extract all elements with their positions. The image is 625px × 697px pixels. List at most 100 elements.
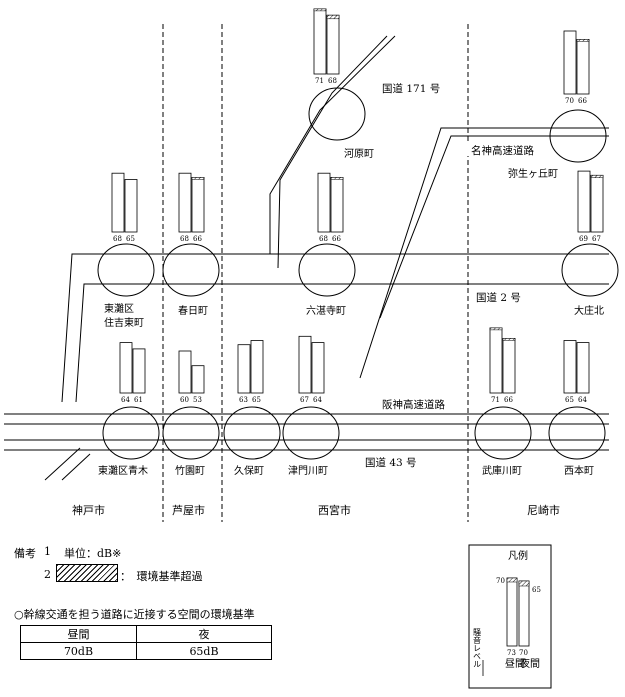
site-6-night-bar: [590, 174, 604, 233]
site-2-night-bar: [576, 39, 590, 95]
site-1-night-excess: [326, 14, 340, 20]
site-6-night-excess: [590, 175, 604, 178]
site-6-day-value: 69: [579, 235, 588, 243]
city-label-amagasaki: 尼崎市: [527, 503, 560, 517]
legend-night-value: 70: [519, 649, 528, 657]
standard-table: 昼間 夜 70dB 65dB: [20, 625, 272, 660]
site-5-label: 六湛寺町: [306, 305, 346, 317]
site-1-night-value: 68: [328, 77, 337, 85]
site-1-day-bar: [313, 8, 327, 75]
site-3-night-bar: [124, 179, 138, 233]
site-1-day-excess: [313, 8, 327, 12]
site-1-label: 河原町: [344, 148, 374, 160]
legend-day-bar-excess: [506, 577, 518, 583]
site-4-night-excess: [191, 177, 205, 180]
site-6-day-bar: [577, 170, 591, 233]
site-2-circle: [549, 109, 607, 163]
legend: 凡例 70 65 73 70 騒音レベル 昼間 夜間: [468, 544, 552, 689]
city-label-nishinomiya: 西宮市: [318, 503, 351, 517]
legend-night-label: 夜間: [520, 657, 540, 670]
site-8-circle: [162, 406, 220, 460]
site-4-label: 春日町: [178, 305, 208, 317]
site-6-night-value: 67: [592, 235, 601, 243]
site-1-night-bar: [326, 14, 340, 75]
note2-number: 2: [44, 568, 51, 581]
site-8: 60 53 竹園町: [162, 350, 220, 477]
site-12-night-bar: [576, 342, 590, 394]
site-2-night-excess: [576, 39, 590, 42]
legend-day-value: 73: [507, 649, 516, 657]
site-1-circle: [308, 87, 366, 141]
legend-title: 凡例: [508, 549, 528, 562]
exceedance-hatch-sample: [56, 564, 118, 582]
site-8-label: 竹園町: [175, 464, 205, 477]
hanshin-label: 阪神高速道路: [382, 398, 445, 411]
site-10-night-value: 64: [313, 396, 322, 404]
site-5-circle: [298, 243, 356, 297]
site-8-day-value: 60: [180, 396, 189, 404]
city-boundaries: [162, 24, 469, 522]
standard-title: ○幹線交通を担う道路に近接する空間の環境基準: [14, 608, 255, 621]
notes-label: 備考: [14, 547, 36, 560]
standard-value-day: 70dB: [20, 642, 137, 660]
site-2-label: 弥生ヶ丘町: [508, 167, 558, 180]
site-11-night-bar: [502, 337, 516, 394]
site-2-night-value: 66: [578, 97, 587, 105]
site-1-day-value: 71: [315, 77, 324, 85]
route2-road-bottom: [75, 283, 609, 403]
legend-night-top: 65: [532, 586, 541, 594]
site-12-day-bar: [563, 340, 577, 394]
site-9-label: 久保町: [234, 464, 264, 477]
note1-text: 単位：dB※: [64, 547, 122, 560]
site-8-night-value: 53: [193, 396, 202, 404]
route2-road-top: [61, 253, 609, 403]
route171-label: 国道 171 号: [382, 82, 440, 95]
site-11-label: 武庫川町: [482, 464, 522, 477]
road-labels: 国道 171 号 名神高速道路 国道 2 号 阪神高速道路 国道 43 号: [360, 80, 550, 469]
site-3-day-value: 68: [113, 235, 122, 243]
city-label-kobe: 神戸市: [72, 503, 105, 517]
site-12-day-value: 65: [565, 396, 574, 404]
site-10-night-bar: [311, 342, 325, 394]
route171-road-right: [277, 35, 388, 269]
site-10-day-bar: [298, 335, 312, 394]
site-4-day-value: 68: [180, 235, 189, 243]
site-12-night-value: 64: [578, 396, 587, 404]
site-11-circle: [474, 406, 532, 460]
note2-text: ： 環境基準超過: [120, 570, 203, 583]
legend-day-label: 昼間: [505, 658, 525, 670]
kobe-spur-road-2: [61, 453, 91, 481]
site-3-label: 住吉東町: [104, 316, 144, 329]
site-6-circle: [561, 243, 619, 297]
site-5-night-bar: [330, 176, 344, 233]
route2-label: 国道 2 号: [476, 291, 521, 304]
site-4-day-bar: [178, 172, 192, 233]
site-4-circle: [162, 243, 220, 297]
route171-road-left: [269, 35, 396, 254]
site-3-label: 東灘区: [104, 302, 134, 315]
site-7-night-value: 61: [134, 396, 143, 404]
site-5-night-value: 66: [332, 235, 341, 243]
site-11-day-bar: [489, 327, 503, 394]
site-11-day-value: 71: [491, 396, 500, 404]
site-7-circle: [102, 406, 160, 460]
site-5-night-excess: [330, 177, 344, 180]
kobe-spur-road: [44, 447, 81, 481]
site-7-day-value: 64: [121, 396, 130, 404]
legend-axis-label: 騒音レベル: [473, 628, 482, 668]
site-9-day-value: 63: [239, 396, 248, 404]
site-4-night-bar: [191, 176, 205, 233]
site-10-circle: [282, 406, 340, 460]
site-7-label: 東灘区青木: [98, 464, 148, 477]
site-8-day-bar: [178, 350, 192, 394]
site-11-night-value: 66: [504, 396, 513, 404]
site-11-night-excess: [502, 338, 516, 341]
meishin-road-bottom: [379, 135, 609, 319]
